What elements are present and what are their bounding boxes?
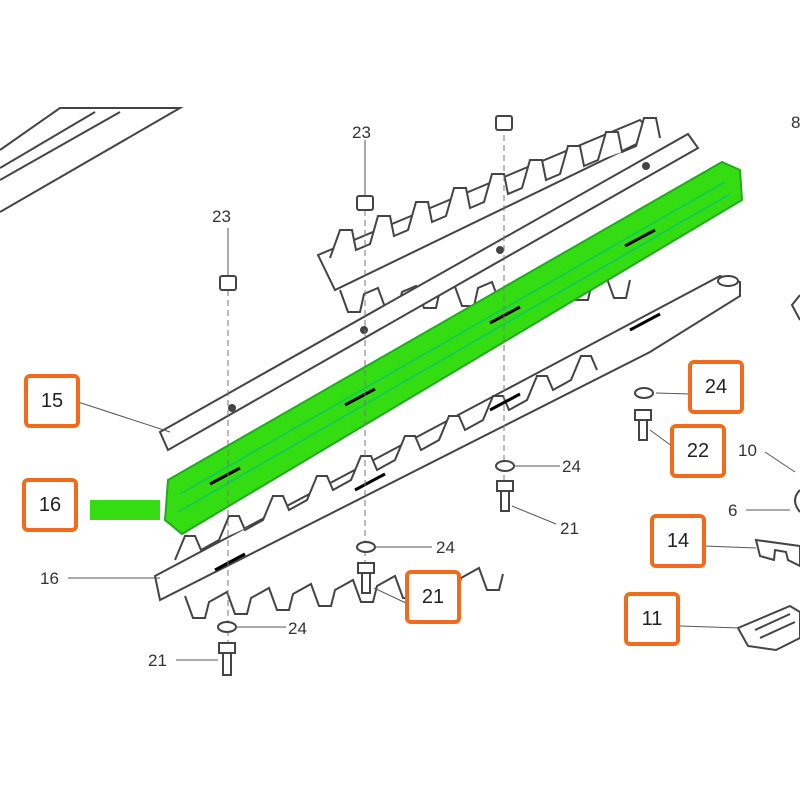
- bolt-21-c: [218, 642, 236, 676]
- nut-23-middle: [356, 195, 374, 211]
- washer-24-b: [495, 460, 515, 472]
- callout-16: 16: [22, 478, 78, 532]
- nut-23-left: [219, 275, 237, 291]
- label-8: 8: [791, 113, 800, 132]
- washer-24-c: [356, 541, 376, 553]
- label-21-a: 21: [560, 519, 579, 538]
- leader-lines: [68, 140, 796, 661]
- nut-top: [495, 115, 513, 131]
- callout-22: 22: [670, 424, 726, 478]
- label-24-b: 24: [436, 538, 455, 557]
- lower-toothed-blade-part-16: [153, 274, 741, 619]
- callout-15: 15: [24, 374, 80, 428]
- callout-14: 14: [650, 514, 706, 568]
- callout-21: 21: [405, 570, 461, 624]
- highlight-pointer: [90, 500, 160, 520]
- upper-toothed-blade: [316, 117, 661, 313]
- part-11-housing: [736, 604, 800, 652]
- part-8-edge: [790, 294, 800, 321]
- washer-24-d: [217, 621, 237, 633]
- label-23-middle: 23: [352, 123, 371, 142]
- callout-24: 24: [688, 360, 744, 414]
- part-14-block: [754, 538, 800, 568]
- bolt-21-b: [357, 562, 375, 594]
- bolt-22: [634, 409, 652, 441]
- part-6-edge: [794, 489, 800, 513]
- flat-bar-part-15: [158, 132, 700, 452]
- bolt-21-a: [496, 480, 514, 512]
- washer-24-a: [634, 387, 654, 399]
- partial-blade-top-left: [0, 107, 184, 213]
- label-23-left: 23: [212, 207, 231, 226]
- label-24-c: 24: [288, 619, 307, 638]
- label-16: 16: [40, 569, 59, 588]
- label-10: 10: [738, 441, 757, 460]
- assembly-axis-lines: [227, 125, 505, 650]
- label-24-a: 24: [562, 457, 581, 476]
- label-21-b: 21: [148, 651, 167, 670]
- callout-11: 11: [624, 592, 680, 646]
- highlighted-blade-part-16: [163, 160, 744, 536]
- label-6: 6: [728, 501, 737, 520]
